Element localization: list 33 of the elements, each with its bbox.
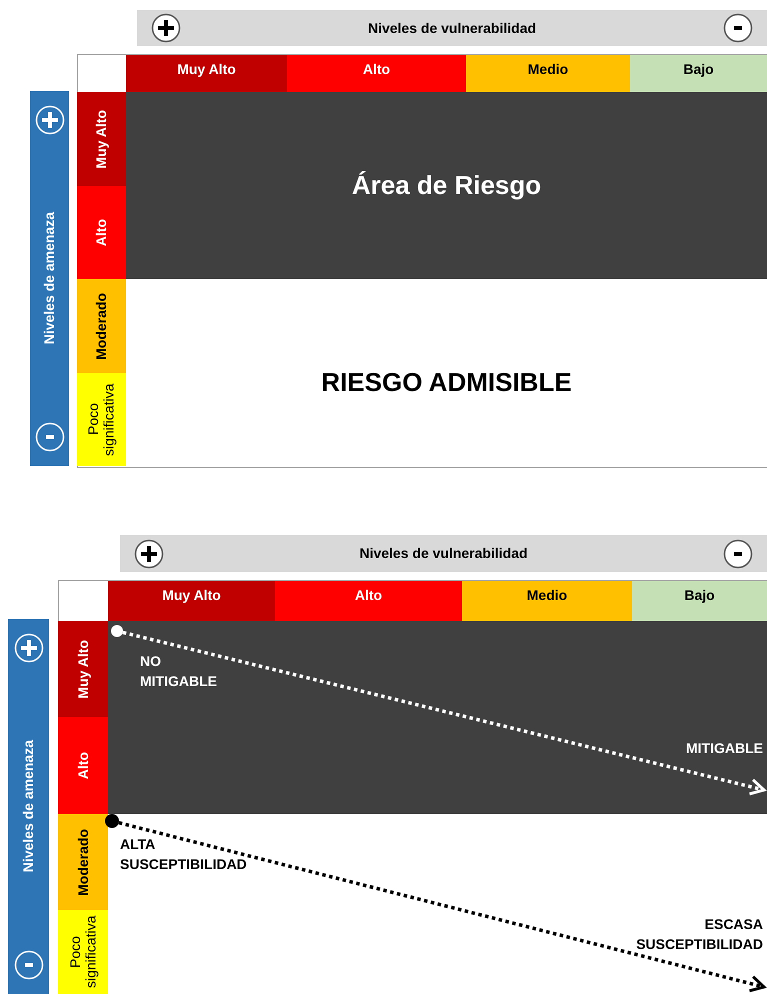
axis-bar [137, 10, 767, 46]
row-header: Alto [77, 186, 126, 279]
row-header: Poco significativa [77, 373, 126, 466]
row-header: Moderado [77, 279, 126, 373]
zone-label: ESCASA SUSCEPTIBILIDAD [635, 915, 763, 954]
dotted-arrow [122, 630, 766, 796]
column-header: Medio [462, 581, 632, 621]
column-header: Medio [466, 55, 630, 92]
zone-label: MITIGABLE [685, 739, 763, 758]
row-header: Muy Alto [77, 92, 126, 186]
axis-bar [30, 91, 69, 466]
axis-title: Niveles de amenaza [19, 740, 37, 873]
axis-title: Niveles de vulnerabilidad [368, 18, 536, 38]
axis-bar [120, 535, 767, 572]
column-header: Bajo [630, 55, 767, 92]
column-header: Bajo [632, 581, 767, 621]
risk-zone [126, 92, 767, 279]
zone-label: NO MITIGABLE [140, 652, 218, 692]
row-header: Poco significativa [58, 910, 108, 994]
axis-bar [8, 619, 49, 994]
zone-label: ALTA SUSCEPTIBILIDAD [120, 835, 248, 874]
zone-title: Área de Riesgo [352, 169, 542, 202]
row-header: Moderado [58, 814, 108, 910]
zone-title: RIESGO ADMISIBLE [321, 366, 572, 399]
risk-zone [108, 621, 767, 814]
axis-title: Niveles de amenaza [40, 212, 58, 345]
column-header: Alto [287, 55, 466, 92]
column-header: Muy Alto [108, 581, 275, 621]
axis-title: Niveles de vulnerabilidad [359, 544, 528, 563]
row-header: Alto [58, 717, 108, 814]
column-header: Alto [275, 581, 462, 621]
row-header: Muy Alto [58, 621, 108, 717]
column-header: Muy Alto [126, 55, 287, 92]
